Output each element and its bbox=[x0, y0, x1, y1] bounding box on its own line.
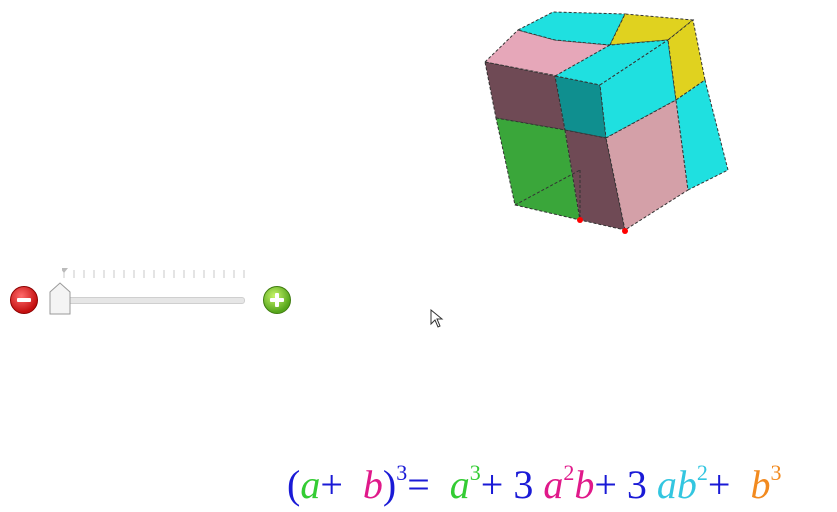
cube-block-teal bbox=[554, 75, 607, 139]
slider-track[interactable] bbox=[53, 297, 245, 304]
cube-vertex-point[interactable] bbox=[577, 217, 583, 223]
var-a: a bbox=[300, 462, 321, 507]
cube-block-top-cyan-back bbox=[516, 11, 626, 46]
minus-circle-icon[interactable] bbox=[10, 286, 38, 314]
term-ab-squared: ab bbox=[656, 462, 697, 507]
exponent: 2 bbox=[696, 460, 708, 485]
term-b: b bbox=[574, 462, 595, 507]
explode-slider[interactable] bbox=[8, 262, 308, 322]
plus-bar-v bbox=[275, 293, 279, 307]
term-b-cubed: b bbox=[750, 462, 771, 507]
exponent: 3 bbox=[469, 460, 481, 485]
cube-block-right-cyan bbox=[675, 79, 729, 191]
cube-block-right-yellow bbox=[667, 19, 706, 101]
plus-circle-icon[interactable] bbox=[263, 286, 291, 314]
coefficient: 3 bbox=[626, 462, 647, 507]
exponent: 3 bbox=[770, 460, 782, 485]
plus-sign: + bbox=[480, 462, 504, 507]
var-b: b bbox=[362, 462, 383, 507]
open-paren: ( bbox=[287, 462, 301, 507]
mouse-pointer-icon bbox=[430, 309, 444, 328]
equals-sign: = bbox=[407, 462, 430, 507]
slider-ticks bbox=[62, 268, 245, 278]
plus-sign: + bbox=[594, 462, 617, 507]
cube-left-face bbox=[484, 61, 626, 231]
term-a-cubed: a bbox=[449, 462, 470, 507]
plus-sign: + bbox=[320, 462, 343, 507]
exponent: 3 bbox=[396, 460, 408, 485]
plus-sign: + bbox=[707, 462, 731, 507]
cube-top-face bbox=[483, 11, 695, 86]
minus-bar bbox=[17, 298, 31, 302]
cube-hidden-edges bbox=[514, 169, 581, 220]
cube-vertex-point[interactable] bbox=[622, 228, 628, 234]
close-paren: ) bbox=[382, 462, 397, 507]
term-a-squared: a bbox=[543, 462, 564, 507]
binomial-cube-formula: (a+ b)3= a3+ 3 a2b+ 3 ab2+ b3 bbox=[287, 462, 781, 505]
cube-right-face bbox=[599, 19, 729, 231]
coefficient: 3 bbox=[513, 462, 534, 507]
exponent: 2 bbox=[563, 460, 575, 485]
slider-thumb[interactable] bbox=[48, 282, 72, 316]
